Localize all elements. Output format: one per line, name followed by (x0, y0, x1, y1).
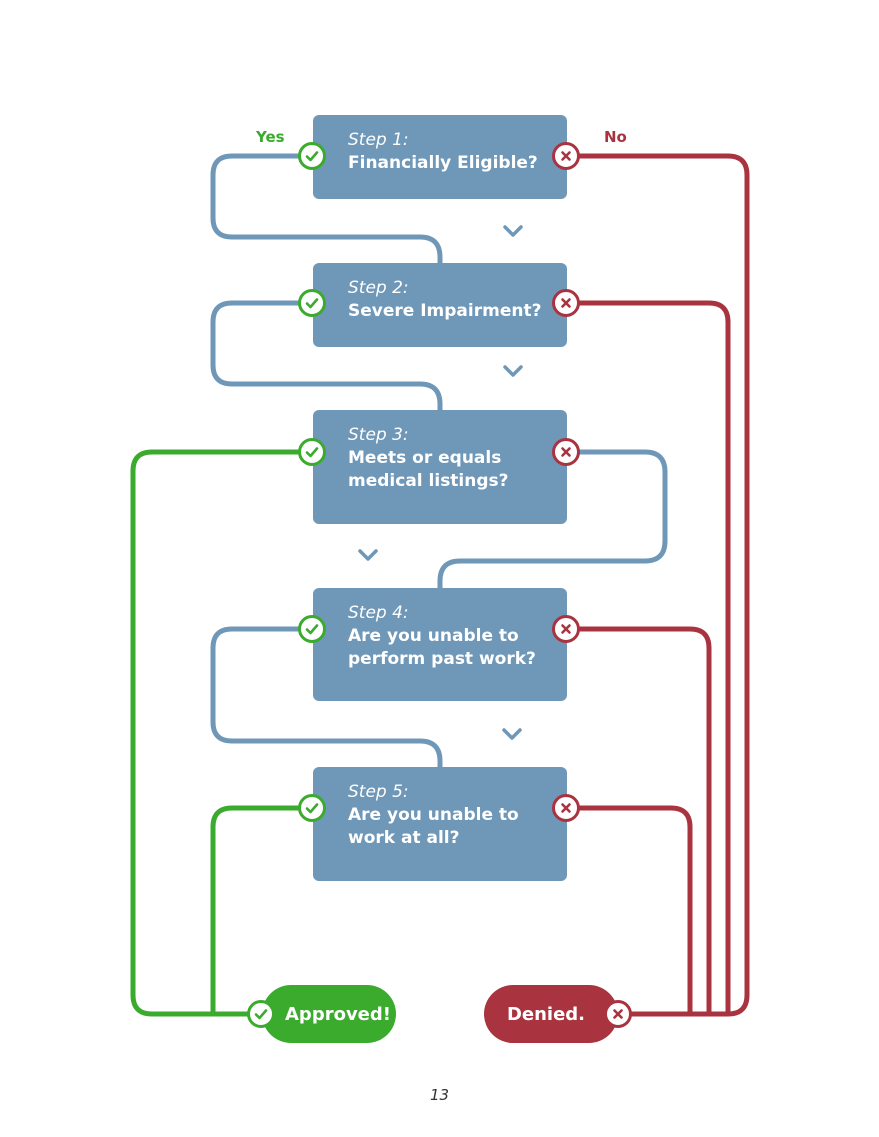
step-1-label: Step 1: (348, 130, 409, 150)
no-branch-label: No (604, 128, 627, 146)
x-icon (604, 1000, 632, 1028)
x-icon (552, 615, 580, 643)
connector-step3-no (437, 449, 668, 591)
step-3-box: Step 3: Meets or equals medical listings… (313, 410, 567, 524)
step-1-box: Step 1: Financially Eligible? (313, 115, 567, 199)
step-4-label: Step 4: (348, 603, 409, 623)
step-3-label: Step 3: (348, 425, 409, 445)
denied-pill: Denied. (484, 985, 618, 1043)
x-icon (552, 142, 580, 170)
step-5-question: Are you unable to work at all? (348, 805, 519, 848)
step-5-label: Step 5: (348, 782, 409, 802)
chevron-down-icon (503, 365, 523, 377)
x-icon (552, 794, 580, 822)
connector-step5-denied (577, 805, 693, 1017)
check-icon (298, 438, 326, 466)
approved-pill: Approved! (262, 985, 396, 1043)
check-icon (298, 615, 326, 643)
yes-branch-label: Yes (256, 128, 285, 146)
page-number: 13 (429, 1086, 450, 1104)
connector-step5-approved (210, 805, 303, 1017)
step-1-question: Financially Eligible? (348, 153, 538, 173)
connector-step4-denied (577, 626, 712, 1017)
chevron-down-icon (358, 549, 378, 561)
connector-step1-denied (577, 153, 750, 1017)
connector-step1-yes (210, 153, 443, 266)
connector-step2-denied (577, 300, 731, 1017)
step-5-box: Step 5: Are you unable to work at all? (313, 767, 567, 881)
x-icon (552, 438, 580, 466)
check-icon (247, 1000, 275, 1028)
step-2-label: Step 2: (348, 278, 409, 298)
step-3-question: Meets or equals medical listings? (348, 448, 509, 491)
check-icon (298, 794, 326, 822)
check-icon (298, 289, 326, 317)
chevron-down-icon (502, 728, 522, 740)
x-icon (552, 289, 580, 317)
connector-step4-yes (210, 626, 443, 770)
step-4-box: Step 4: Are you unable to perform past w… (313, 588, 567, 701)
connector-step2-yes (210, 300, 443, 413)
step-2-box: Step 2: Severe Impairment? (313, 263, 567, 347)
step-4-question: Are you unable to perform past work? (348, 626, 536, 669)
chevron-down-icon (503, 225, 523, 237)
connector-step3-approved (130, 449, 303, 1017)
step-2-question: Severe Impairment? (348, 301, 542, 321)
check-icon (298, 142, 326, 170)
